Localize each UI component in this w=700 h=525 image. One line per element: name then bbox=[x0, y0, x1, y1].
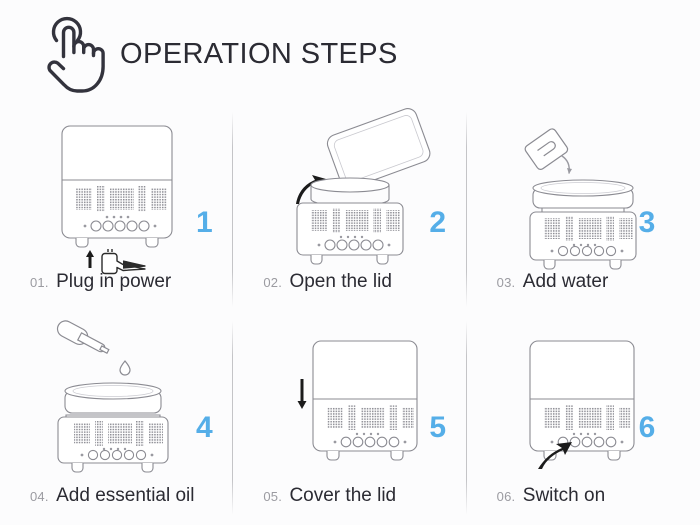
step-label-3: Add water bbox=[522, 270, 609, 292]
power-plug-icon bbox=[100, 249, 146, 275]
step-card-4: 4 04. Add essential oil bbox=[0, 317, 234, 525]
step-number-2: 2 bbox=[429, 206, 447, 239]
step-6-illustration bbox=[467, 317, 700, 482]
step-card-1: 1 01. Plug in power bbox=[0, 108, 234, 317]
step-card-2: 2 02. Open the lid bbox=[233, 108, 467, 317]
step-number-6: 6 bbox=[638, 410, 656, 444]
step-index-1: 01. bbox=[30, 274, 49, 290]
step-label-1: Plug in power bbox=[56, 270, 172, 292]
control-buttons bbox=[558, 245, 617, 257]
step-2-illustration bbox=[233, 108, 466, 273]
control-buttons bbox=[87, 449, 146, 460]
detached-lid-icon bbox=[326, 108, 431, 189]
grille bbox=[75, 186, 167, 212]
step-caption-5: 05. Cover the lid bbox=[233, 485, 466, 507]
curved-up-right-arrow bbox=[538, 441, 573, 469]
step-index-6: 06. bbox=[496, 489, 516, 504]
step-caption-1: 01. Plug in power bbox=[0, 271, 233, 293]
cell-divider bbox=[465, 112, 467, 307]
step-4-illustration bbox=[0, 317, 233, 482]
page-header: OPERATION STEPS bbox=[0, 0, 700, 108]
down-arrow bbox=[297, 378, 307, 409]
step-card-3: 3 03. Add water bbox=[467, 108, 700, 317]
control-buttons bbox=[90, 220, 150, 232]
control-buttons bbox=[324, 239, 384, 251]
step-1-illustration bbox=[0, 108, 233, 275]
step-number-3: 3 bbox=[638, 206, 656, 239]
step-number-5: 5 bbox=[429, 410, 447, 444]
step-card-6: 6 06. Switch on bbox=[467, 317, 700, 525]
step-label-4: Add essential oil bbox=[56, 485, 195, 506]
cell-divider bbox=[232, 112, 234, 307]
step-number-4: 4 bbox=[196, 410, 213, 444]
oil-droplet bbox=[119, 359, 131, 376]
step-index-4: 04. bbox=[30, 489, 49, 504]
step-label-5: Cover the lid bbox=[289, 485, 397, 506]
step-caption-4: 04. Add essential oil bbox=[0, 485, 233, 507]
up-arrow bbox=[85, 250, 94, 268]
cell-divider bbox=[465, 320, 467, 515]
cell-divider bbox=[232, 320, 234, 515]
step-caption-3: 03. Add water bbox=[467, 271, 700, 293]
step-card-5: 5 05. Cover the lid bbox=[233, 317, 467, 525]
step-index-5: 05. bbox=[263, 489, 282, 504]
oil-dropper-icon bbox=[56, 319, 110, 354]
step-label-2: Open the lid bbox=[289, 270, 392, 292]
pour-stream bbox=[561, 155, 573, 174]
step-3-illustration bbox=[467, 108, 700, 273]
step-label-6: Switch on bbox=[522, 485, 606, 506]
page-title: OPERATION STEPS bbox=[120, 37, 398, 70]
step-caption-2: 02. Open the lid bbox=[233, 271, 466, 293]
steps-grid: 1 01. Plug in power bbox=[0, 108, 700, 525]
step-index-2: 02. bbox=[263, 274, 282, 290]
step-index-3: 03. bbox=[496, 274, 516, 290]
control-buttons bbox=[340, 436, 400, 447]
water-cup-icon bbox=[524, 128, 569, 170]
step-5-illustration bbox=[233, 317, 466, 482]
step-caption-6: 06. Switch on bbox=[467, 485, 700, 507]
step-number-1: 1 bbox=[196, 206, 213, 239]
tap-hand-cursor-icon bbox=[47, 16, 105, 93]
